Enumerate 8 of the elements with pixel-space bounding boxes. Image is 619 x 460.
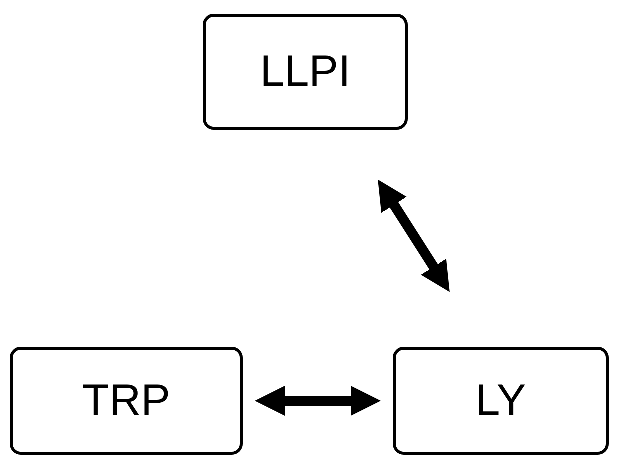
node-label: LLPI bbox=[260, 47, 351, 97]
double-arrow bbox=[255, 386, 381, 416]
rounded-box bbox=[393, 347, 609, 455]
rounded-box bbox=[203, 14, 408, 130]
node-label: LY bbox=[476, 376, 526, 426]
node-label: TRP bbox=[82, 376, 170, 426]
rounded-box bbox=[10, 347, 243, 455]
double-arrow bbox=[378, 180, 450, 292]
